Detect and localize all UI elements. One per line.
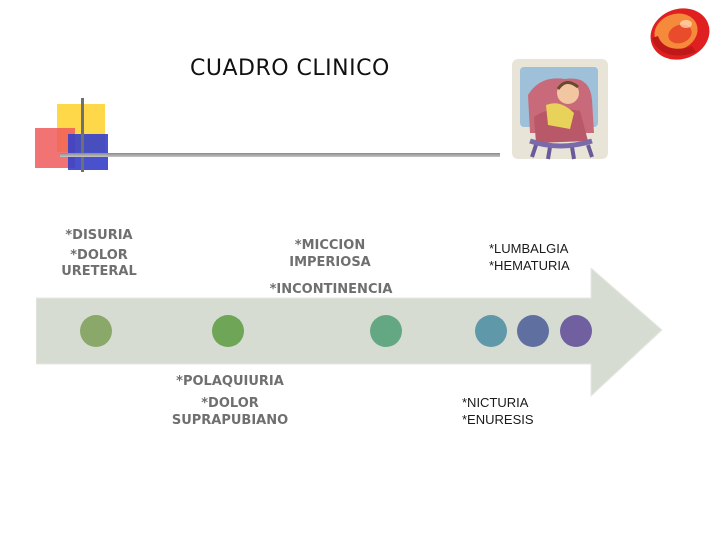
kidney-icon	[650, 8, 710, 60]
label-group-polaquiuria: *POLAQUIURIA *DOLOR SUPRAPUBIANO	[166, 372, 294, 431]
label-group-nicturia: *NICTURIA *ENURESIS	[462, 394, 534, 428]
label-nicturia: *NICTURIA	[462, 395, 529, 410]
label-disuria: *DISURIA	[65, 228, 133, 243]
label-miccion-line2: IMPERIOSA	[289, 255, 371, 270]
label-dolor-ureteral-line2: URETERAL	[61, 264, 137, 279]
label-enuresis: *ENURESIS	[462, 412, 534, 427]
timeline-dot-3	[370, 315, 402, 347]
label-lumbalgia: *LUMBALGIA	[489, 241, 569, 256]
label-dolor-supra-line2: SUPRAPUBIANO	[171, 413, 289, 428]
decor-blue-square	[68, 134, 108, 170]
timeline-dot-1	[80, 315, 112, 347]
timeline-dot-4	[475, 315, 507, 347]
label-dolor-ureteral-line1: *DOLOR	[70, 248, 128, 263]
timeline-arrow	[36, 268, 663, 398]
timeline-dot-6	[560, 315, 592, 347]
label-miccion-line1: *MICCION	[294, 238, 366, 253]
timeline-dot-5	[517, 315, 549, 347]
label-incontinencia: *INCONTINENCIA	[269, 282, 393, 297]
label-group-lumbalgia: *LUMBALGIA *HEMATURIA	[489, 240, 570, 274]
timeline-dot-2	[212, 315, 244, 347]
label-hematuria: *HEMATURIA	[489, 258, 570, 273]
label-group-miccion: *MICCION IMPERIOSA	[270, 236, 390, 273]
label-dolor-supra-line1: *DOLOR	[201, 396, 259, 411]
title-underline	[60, 153, 500, 157]
label-group-disuria: *DISURIA *DOLOR URETERAL	[54, 226, 144, 282]
patient-armchair-illustration	[512, 59, 608, 160]
decor-vertical-line	[81, 98, 84, 172]
label-polaquiuria: *POLAQUIURIA	[176, 374, 284, 389]
slide-title: CUADRO CLINICO	[190, 56, 390, 81]
